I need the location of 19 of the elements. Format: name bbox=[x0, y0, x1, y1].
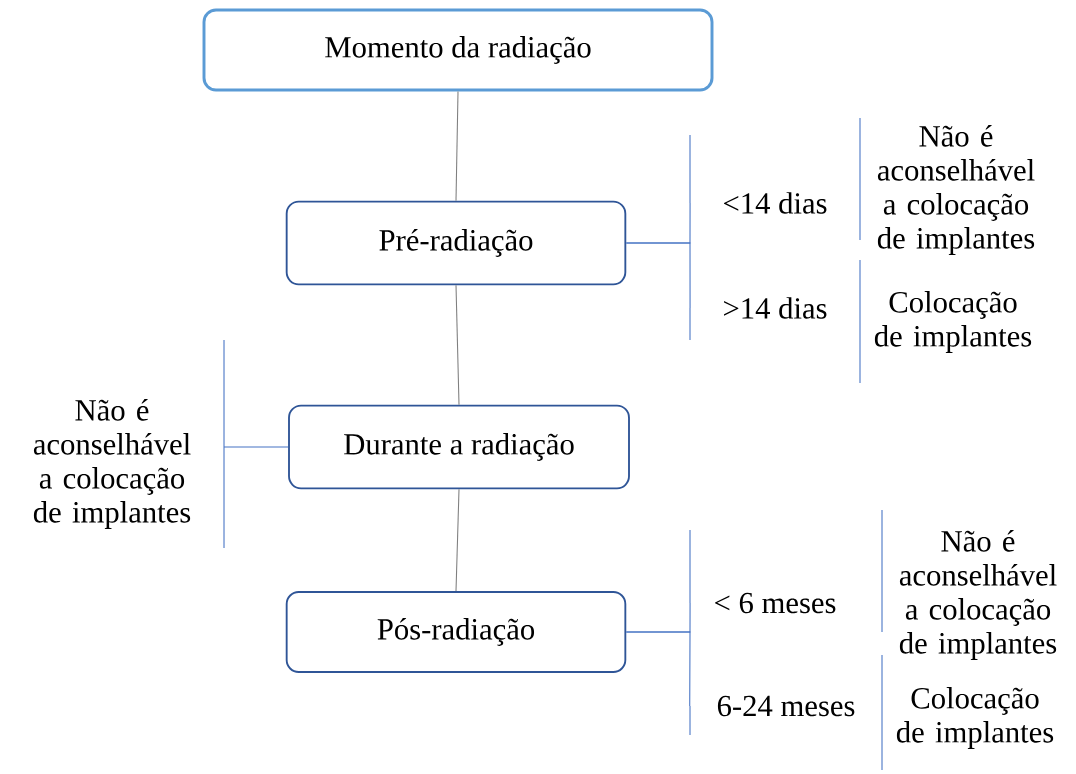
connector-line bbox=[455, 488, 460, 592]
connector-line bbox=[625, 631, 691, 707]
interval-label: 6-24 meses bbox=[717, 695, 855, 717]
note-text: Colocação de implantes bbox=[874, 291, 1032, 353]
rounded-box: Pós-radiação bbox=[285, 591, 627, 673]
interval-label: <14 dias bbox=[724, 192, 827, 214]
note-text: Não é aconselhável a colocação de implantes bbox=[899, 530, 1057, 660]
connector-line bbox=[625, 242, 691, 309]
connector-line bbox=[455, 90, 459, 202]
interval-label: < 6 meses bbox=[715, 592, 836, 614]
connector-line bbox=[455, 284, 460, 406]
rounded-box: Momento da radiação bbox=[202, 8, 714, 92]
note-text: Não é aconselhável a colocação de implantes bbox=[877, 125, 1035, 255]
interval-label: >14 dias bbox=[724, 297, 827, 319]
rounded-box: Durante a radiação bbox=[288, 404, 630, 490]
note-text: Não é aconselhável a colocação de implantes bbox=[33, 399, 191, 529]
note-text: Colocação de implantes bbox=[896, 687, 1054, 749]
connector-line bbox=[223, 446, 289, 448]
rounded-box: Pré-radiação bbox=[285, 200, 627, 286]
